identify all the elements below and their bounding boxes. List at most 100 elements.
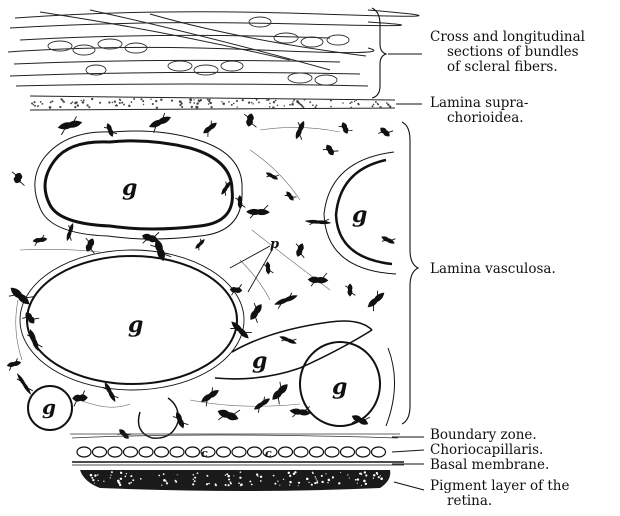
label-supra-line-2: chorioidea. [447, 111, 524, 126]
pigment-speckle [227, 475, 230, 478]
pigment-cell [364, 289, 388, 312]
pigment-speckle [206, 483, 208, 485]
capillary-section [93, 447, 107, 457]
pigment-cell [377, 123, 393, 140]
supra-dot [33, 104, 35, 106]
capillary-section [279, 447, 293, 457]
pigment-speckle [111, 471, 113, 473]
pigment-speckle [260, 480, 262, 482]
supra-dot [210, 106, 212, 108]
capillary-section [155, 447, 169, 457]
pigment-speckle [321, 481, 323, 483]
supra-dot [42, 103, 44, 105]
pigment-speckle [166, 481, 167, 482]
supra-dot [142, 100, 144, 102]
pigment-speckle [279, 485, 280, 486]
pigment-speckle [314, 482, 316, 484]
supra-dot [233, 103, 235, 105]
supra-dot [80, 100, 81, 101]
pigment-cell [235, 196, 245, 209]
vessel-letter-g: g [252, 348, 267, 374]
supra-dot [275, 100, 277, 102]
supra-dot [51, 100, 53, 102]
pigment-speckle [120, 478, 122, 480]
supra-dot [115, 105, 117, 107]
vessel-upper-left [35, 131, 242, 239]
pigment-speckle [197, 472, 199, 474]
pigment-cell [279, 333, 297, 346]
supra-dot [160, 98, 162, 100]
supra-dot [208, 103, 210, 105]
supra-dot [386, 102, 388, 104]
retinal-pigment-layer [80, 470, 390, 491]
supra-dot [119, 102, 121, 104]
supra-dot [156, 107, 158, 109]
choriocapillaris-row [77, 447, 386, 457]
pigment-speckle [94, 483, 95, 484]
supra-dot [86, 104, 88, 106]
supra-dot [119, 99, 121, 101]
pigment-speckle [94, 474, 96, 476]
pigment-speckle [289, 484, 290, 485]
capillary-section [217, 447, 231, 457]
pigment-cell [273, 291, 298, 309]
pigment-speckle [364, 471, 366, 473]
vasculosa-bracket [402, 122, 418, 424]
pigment-speckle [359, 473, 361, 475]
supra-dot [63, 101, 64, 102]
pigment-speckle [306, 478, 309, 481]
label-vasculosa: Lamina vasculosa. [430, 262, 556, 277]
supra-dot [72, 101, 74, 103]
supra-dot [155, 100, 157, 102]
pigment-speckle [194, 480, 196, 482]
pigment-speckle [332, 476, 334, 478]
capillary-section [310, 447, 324, 457]
supra-dot [389, 105, 391, 107]
pigment-speckle [312, 473, 314, 475]
supra-dot [258, 101, 260, 103]
supra-dot [351, 101, 353, 103]
scleral-bundle-cross-sections [48, 17, 349, 85]
pigment-cell [265, 169, 280, 182]
label-scleral-line-1: Cross and longitudinal [430, 30, 585, 45]
pigment-speckle [130, 475, 132, 477]
supra-dot [268, 99, 270, 101]
pigment-cell [194, 237, 207, 250]
pigment-speckle [328, 479, 331, 482]
scleral-bracket [372, 8, 386, 98]
supra-dot [143, 104, 144, 105]
pigment-speckle [163, 479, 166, 482]
supra-dot [40, 101, 42, 103]
supra-dot [77, 104, 79, 106]
pigment-letter-p: p [270, 237, 279, 252]
supra-dot [292, 101, 293, 102]
pigment-cell [338, 121, 353, 136]
suprachorioidea-band [30, 96, 395, 110]
pigment-cell [292, 242, 308, 259]
supra-dot [312, 104, 314, 106]
supra-dot [256, 99, 258, 101]
label-scleral-line-2: sections of bundles [447, 45, 579, 60]
capillary-section [341, 447, 355, 457]
pigment-speckle [288, 472, 290, 474]
pigment-speckle [298, 485, 299, 486]
pigment-speckle [163, 473, 165, 475]
supra-dot [314, 106, 316, 108]
pigment-speckle [289, 475, 291, 477]
pigment-speckle [228, 478, 230, 480]
pigment-speckle [357, 478, 359, 480]
vessel-letter-g: g [122, 175, 137, 201]
supra-dot [193, 102, 195, 104]
vessel-lower-small [139, 398, 179, 438]
supra-dot [379, 106, 381, 108]
supra-dot [291, 103, 294, 106]
pigment-speckle [239, 477, 241, 479]
supra-dot [248, 101, 250, 103]
pigment-speckle [311, 484, 313, 486]
pigment-speckle [378, 476, 380, 478]
supra-dot [251, 102, 253, 104]
supra-dot [237, 107, 238, 108]
pigment-speckle [365, 474, 367, 476]
capillary-section [170, 447, 184, 457]
supra-dot [284, 105, 286, 107]
